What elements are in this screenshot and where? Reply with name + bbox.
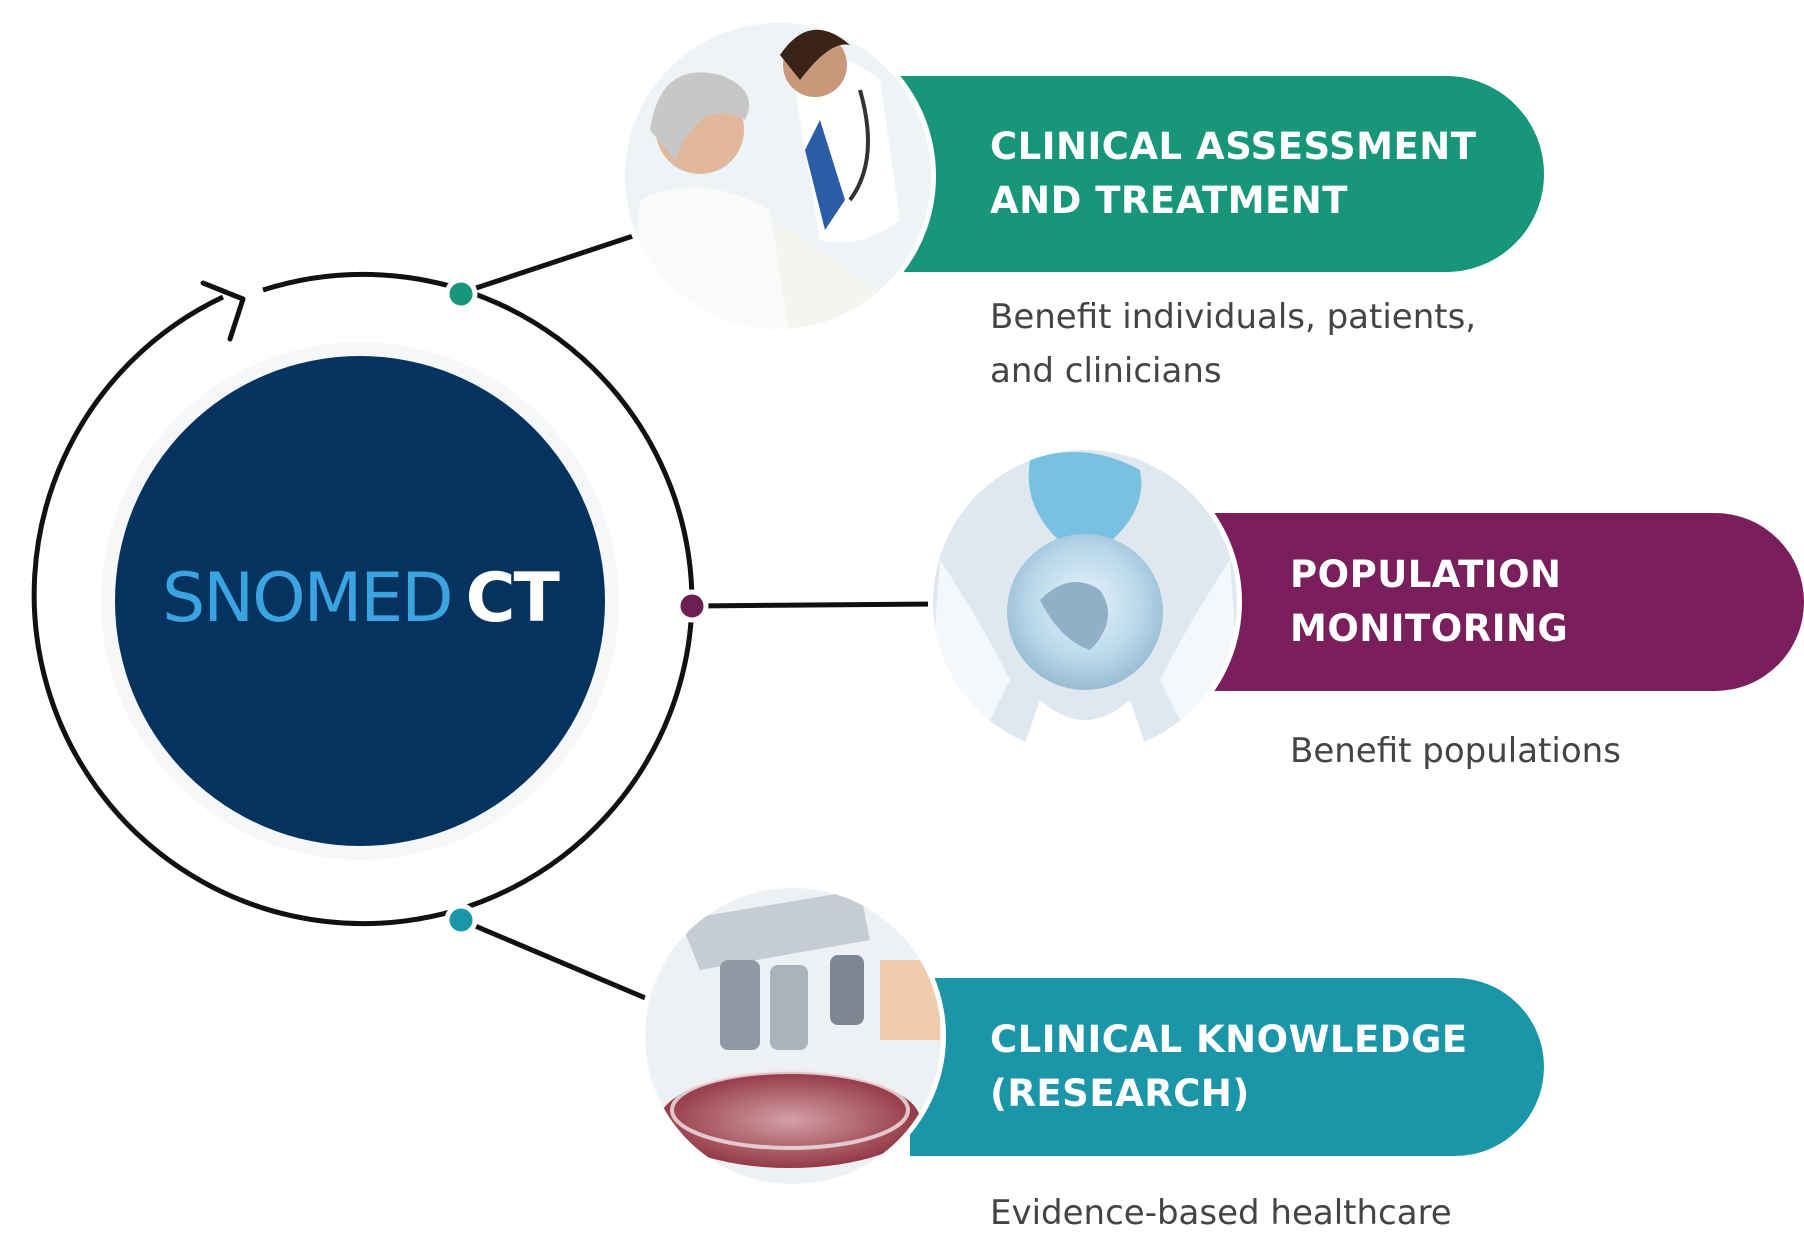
branch-title-line: CLINICAL ASSESSMENT [990,125,1477,168]
logo-suffix: CT [465,558,560,638]
branch-description-clinical: Benefit individuals, patients, and clini… [990,290,1476,398]
branch-pill-clinical: CLINICAL ASSESSMENT AND TREATMENT [890,76,1544,272]
branch-title-line: (RESEARCH) [990,1072,1250,1115]
arrow-head-icon [200,280,246,342]
description-line: Benefit populations [1290,731,1621,771]
connector-dot-population [675,589,709,623]
connector-line-population [692,601,937,609]
description-line: and clinicians [990,351,1222,391]
branch-title-line: CLINICAL KNOWLEDGE [990,1018,1468,1061]
branch-title-line: POPULATION [1290,553,1562,596]
cycle-ring-arc [262,271,695,606]
globe-heart-hands-photo-icon [928,445,1242,759]
connector-line-knowledge [460,917,651,1003]
branch-pill-population: POPULATION MONITORING [1200,513,1804,691]
logo-word: SNOMED [162,558,454,638]
branch-title-line: MONITORING [1290,607,1569,650]
cycle-ring-arc [31,294,695,927]
branch-title-line: AND TREATMENT [990,179,1348,222]
connector-dot-clinical [444,277,478,311]
branch-description-population: Benefit populations [1290,724,1621,778]
branch-description-knowledge: Evidence-based healthcare [990,1186,1452,1240]
clinician-patient-photo-icon [620,18,936,334]
microscope-petri-dish-photo-icon [640,883,946,1189]
branch-pill-knowledge: CLINICAL KNOWLEDGE (RESEARCH) [910,978,1544,1156]
description-line: Benefit individuals, patients, [990,297,1477,337]
connector-line-clinical [460,232,637,296]
connector-dot-knowledge [444,903,478,937]
description-line: Evidence-based healthcare [990,1193,1452,1233]
